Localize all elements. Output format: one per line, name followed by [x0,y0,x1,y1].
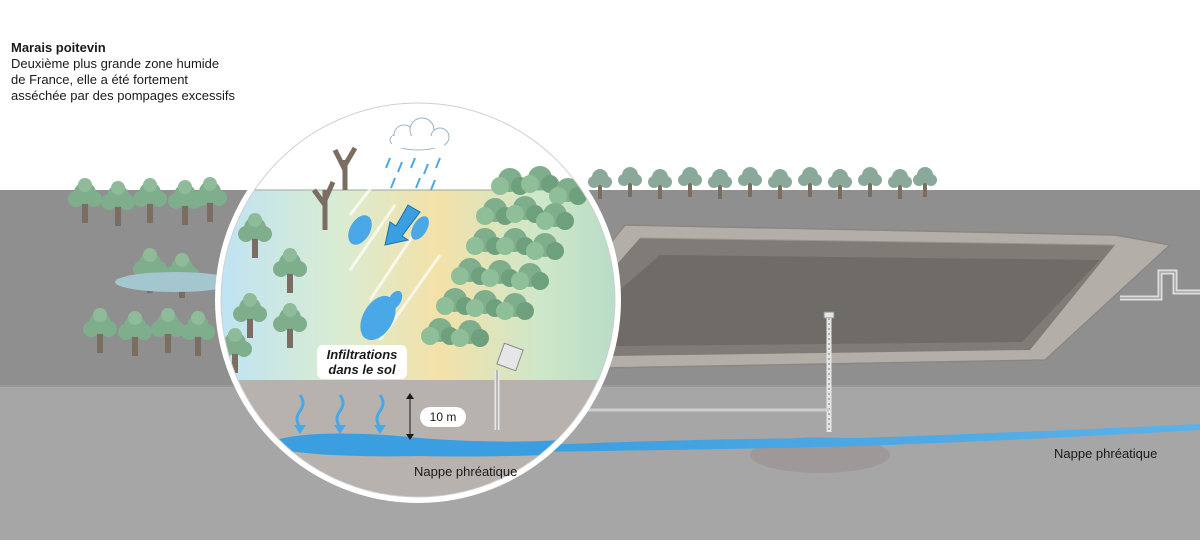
subtitle-line-2: de France, elle a été fortement [11,72,189,87]
cloud-icon [389,117,450,151]
groundwater-label-right: Nappe phréatique [1054,446,1158,461]
rain-arrow-icon [384,204,421,246]
title-block: Marais poitevin Deuxième plus grande zon… [11,40,311,104]
pump-icon [494,342,524,430]
subsoil [0,385,1200,540]
rain-drops [385,157,441,191]
infiltration-label: Infiltrations dans le sol [317,345,407,379]
zoom-lens-rim [215,97,621,503]
depth-label: 10 m [420,407,466,427]
well-icon [823,311,835,432]
zoom-lens-content [218,100,618,500]
infiltration-label-line-1: Infiltrations [326,347,398,362]
groundwater-label-left: Nappe phréatique [414,464,518,479]
pipe-icon [1120,269,1200,301]
subtitle-line-1: Deuxième plus grande zone humide [11,56,220,71]
water-reservoir-basin [513,224,1172,369]
diagram-title: Marais poitevin [11,40,106,55]
subtitle-line-3: asséchée par des pompages excessifs [11,88,236,103]
infiltration-label-line-2: dans le sol [328,362,396,377]
marsh-pond [115,272,235,292]
groundwater-ribbon [520,424,1200,452]
